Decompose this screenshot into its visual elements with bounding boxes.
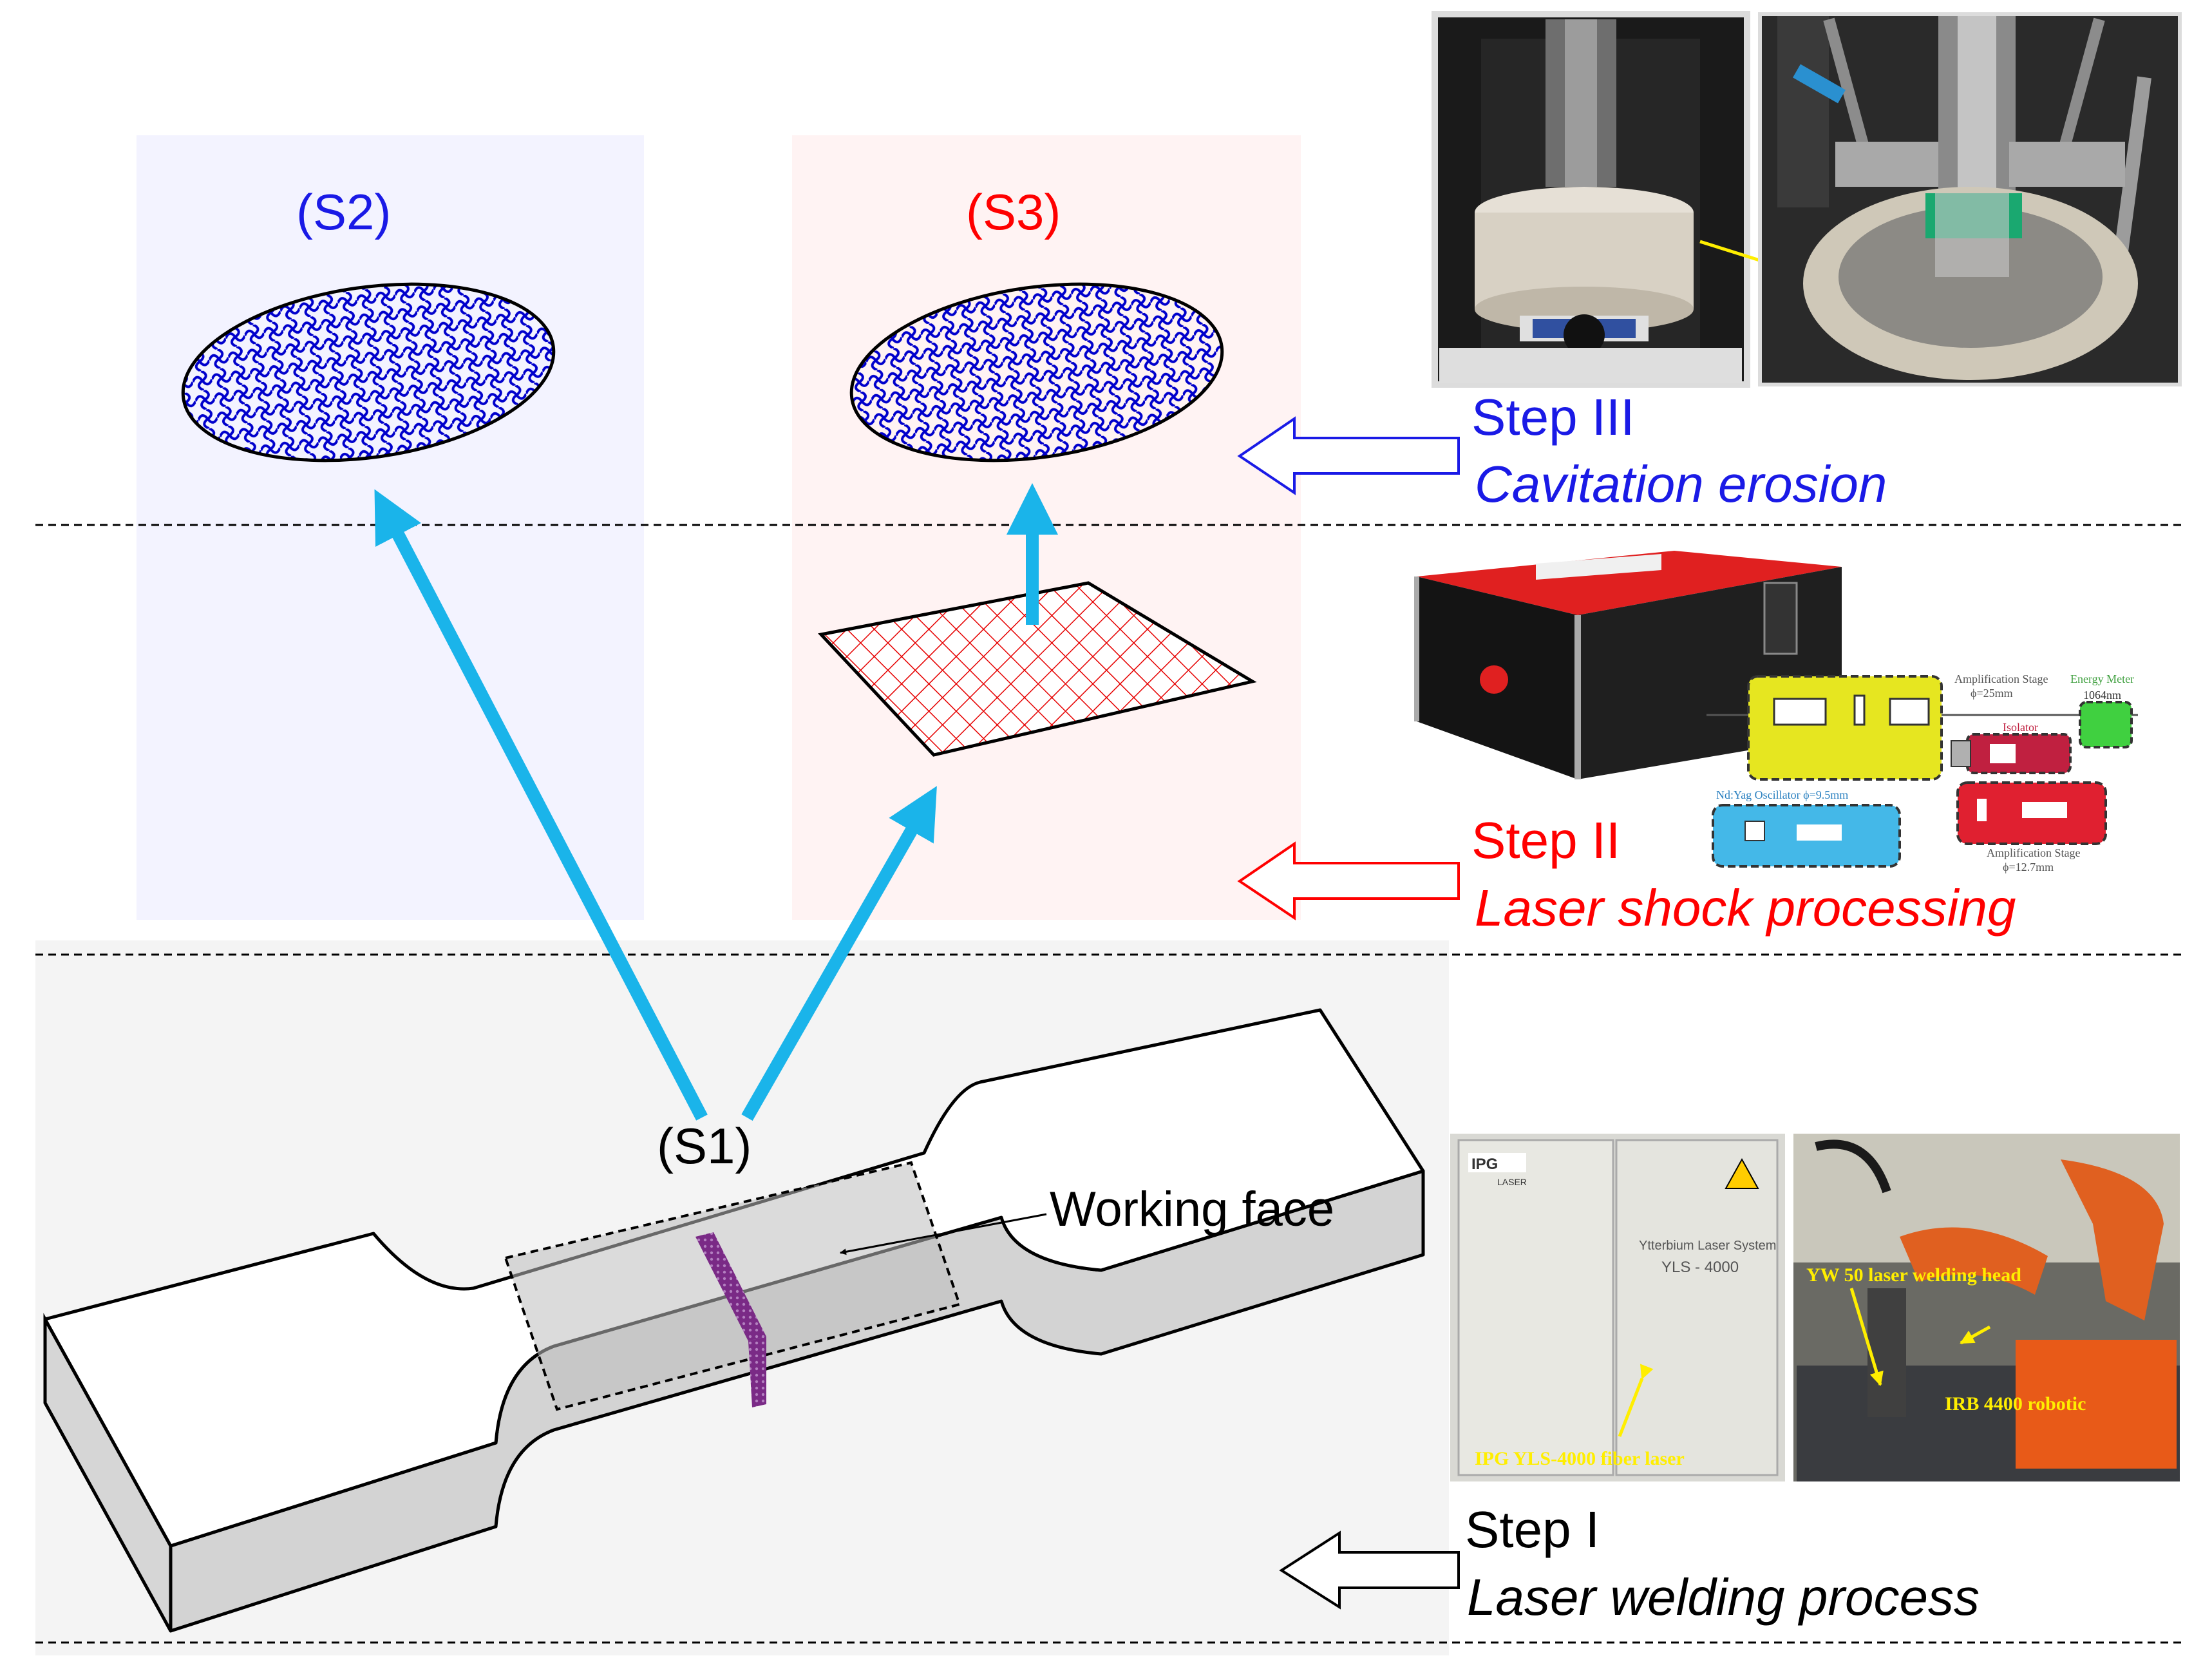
s3-surface-ellipse	[849, 282, 1224, 462]
step1-title: Step I	[1465, 1501, 1600, 1558]
laser-shocked-plate	[818, 581, 1257, 757]
working-face-label: Working face	[1050, 1182, 1335, 1237]
s3-panel	[792, 135, 1301, 920]
arrow-s1-to-s2	[374, 489, 708, 1121]
step3-subtitle: Cavitation erosion	[1475, 455, 1887, 513]
cavitation-photo-left	[1432, 11, 1814, 388]
weld-seam-side	[748, 1337, 766, 1407]
fiber-laser-caption: IPG YLS-4000 fiber laser	[1475, 1448, 1685, 1469]
optics-amp-stage-2: Amplification Stage	[1987, 846, 2080, 859]
step3-hollow-arrow-icon	[1237, 416, 1460, 495]
s2-label: (S2)	[296, 184, 392, 240]
weld-seam	[695, 1232, 766, 1341]
laser-system-name: Ytterbium Laser System	[1639, 1239, 1776, 1253]
step3-title: Step III	[1471, 388, 1635, 446]
s2-surface-ellipse	[181, 282, 556, 462]
optics-amp-stage-2-dia: ϕ=12.7mm	[2003, 861, 2054, 873]
step1-subtitle: Laser welding process	[1467, 1568, 1980, 1626]
working-face-pointer	[840, 1213, 1047, 1255]
optics-wavelength: 1064nm	[2083, 689, 2121, 701]
laser-brand: LASER	[1497, 1177, 1527, 1187]
s3-label: (S3)	[966, 184, 1061, 240]
ipg-logo: IPG	[1471, 1156, 1498, 1173]
step2-hollow-arrow-icon	[1237, 841, 1460, 920]
robotic-welding-photo	[1793, 1134, 2180, 1481]
optics-amp-stage-1: Amplification Stage	[1954, 672, 2048, 685]
robotic-caption: IRB 4400 robotic	[1945, 1393, 2086, 1415]
welding-head-caption: YW 50 laser welding head	[1806, 1264, 2021, 1286]
optics-amp-stage-1-dia: ϕ=25mm	[1971, 687, 2013, 700]
step2-subtitle: Laser shock processing	[1475, 879, 2016, 937]
fiber-laser-photo: IPG LASER Ytterbium Laser System YLS - 4…	[1450, 1134, 1785, 1481]
cavitation-photo-right	[1758, 12, 2182, 386]
optics-oscillator: Nd:Yag Oscillator ϕ=9.5mm	[1716, 788, 1848, 801]
step2-title: Step II	[1471, 812, 1621, 869]
s1-label: (S1)	[657, 1118, 752, 1174]
optics-isolator: Isolator	[2003, 721, 2038, 734]
laser-optics-schematic: Amplification Stage ϕ=25mm Energy Meter …	[1706, 672, 2138, 873]
laser-model: YLS - 4000	[1661, 1259, 1739, 1276]
arrow-s1-to-plate	[741, 786, 937, 1121]
optics-energy-meter: Energy Meter	[2070, 672, 2134, 685]
step1-hollow-arrow-icon	[1279, 1530, 1460, 1610]
